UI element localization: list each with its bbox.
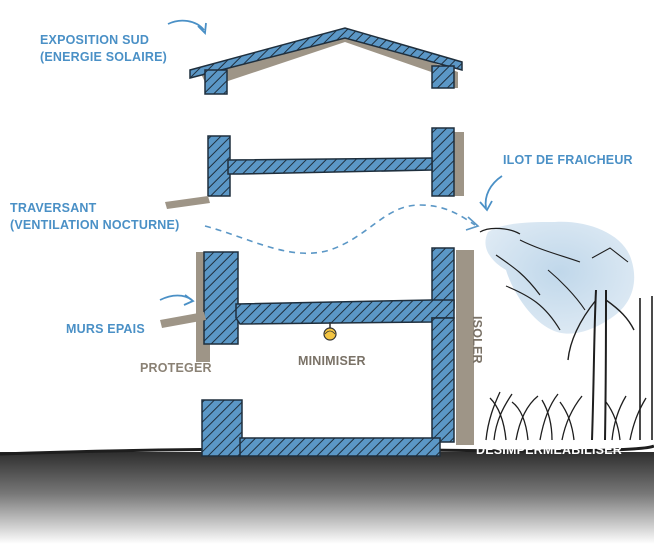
roof [189, 27, 463, 95]
label-proteger: PROTEGER [140, 361, 212, 375]
tree [479, 221, 653, 441]
label-ventilation-nocturne: (VENTILATION NOCTURNE) [10, 218, 179, 232]
ground [0, 444, 654, 544]
label-minimiser: MINIMISER [298, 354, 366, 368]
lower-floors [160, 247, 474, 457]
ilot-arrowhead-icon [479, 200, 493, 212]
grass [485, 391, 647, 441]
exposition-pointer-arrow [167, 19, 205, 31]
label-isoler-wall: ISOLER [470, 316, 484, 364]
ventilation-flow-arrow [204, 204, 476, 255]
label-ilot-de-fraicheur: ILOT DE FRAICHEUR [503, 153, 633, 167]
ilot-pointer-arrow [484, 175, 503, 209]
label-desimpermeabiliser: DESIMPERMEABILISER [476, 443, 622, 457]
label-isoler-roof: ISOLER [316, 65, 364, 79]
upper-floor [165, 127, 464, 209]
murs-epais-arrowhead-icon [183, 294, 195, 306]
label-murs-epais: MURS EPAIS [66, 322, 145, 336]
light-bulb-icon [323, 322, 337, 341]
label-energie-solaire: (ENERGIE SOLAIRE) [40, 50, 167, 64]
ventilation-arrowhead-icon [465, 216, 480, 231]
exposition-arrowhead-icon [197, 22, 207, 35]
label-traversant: TRAVERSANT [10, 201, 97, 215]
label-exposition-sud: EXPOSITION SUD [40, 33, 149, 47]
